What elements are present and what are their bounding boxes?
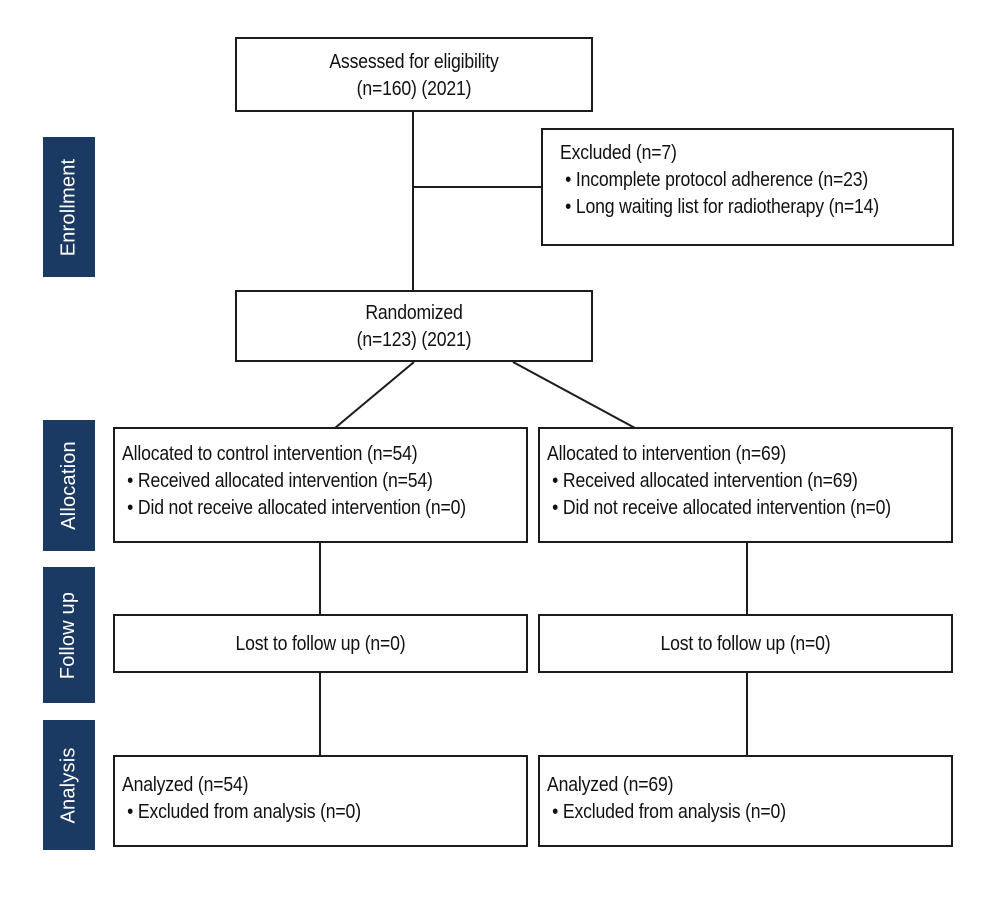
randomized-box: Randomized (n=123) (2021) (235, 290, 593, 362)
allocation-control-item: • Did not receive allocated intervention… (127, 496, 466, 519)
eligibility-line2: (n=160) (2021) (356, 76, 472, 100)
stage-label-followup: Follow up (43, 567, 95, 703)
branch-line-right (512, 361, 636, 429)
randomized-line1: Randomized (365, 301, 463, 324)
connector-to-excluded (413, 186, 541, 188)
excluded-item: • Incomplete protocol adherence (n=23) (565, 168, 869, 191)
followup-control-title: Lost to follow up (n=0) (235, 632, 406, 655)
connector-eligibility-to-randomized (412, 112, 414, 290)
allocation-intervention-item: • Did not receive allocated intervention… (552, 496, 891, 519)
followup-intervention-box: Lost to follow up (n=0) (538, 614, 953, 673)
allocation-control-title: Allocated to control intervention (n=54) (122, 442, 418, 465)
connector-followup-to-analysis-left (319, 673, 321, 755)
analysis-control-title: Analyzed (n=54) (122, 773, 249, 796)
allocation-control-item: • Received allocated intervention (n=54) (127, 469, 433, 492)
randomized-line2: (n=123) (2021) (356, 328, 472, 351)
connector-allocation-to-followup-left (319, 543, 321, 614)
eligibility-line1: Assessed for eligibility (329, 49, 499, 73)
stage-label-text: Analysis (57, 746, 80, 824)
analysis-intervention-item: • Excluded from analysis (n=0) (552, 800, 786, 823)
stage-label-enrollment: Enrollment (43, 137, 95, 277)
followup-intervention-title: Lost to follow up (n=0) (660, 632, 831, 655)
allocation-intervention-item: • Received allocated intervention (n=69) (552, 469, 858, 492)
stage-label-text: Enrollment (57, 158, 80, 256)
analysis-control-box: Analyzed (n=54) • Excluded from analysis… (113, 755, 528, 847)
analysis-intervention-box: Analyzed (n=69) • Excluded from analysis… (538, 755, 953, 847)
allocation-control-box: Allocated to control intervention (n=54)… (113, 427, 528, 543)
branch-line-left (334, 361, 415, 429)
connector-followup-to-analysis-right (746, 673, 748, 755)
stage-label-allocation: Allocation (43, 420, 95, 551)
stage-label-text: Allocation (57, 441, 80, 530)
allocation-intervention-box: Allocated to intervention (n=69) • Recei… (538, 427, 953, 543)
excluded-item: • Long waiting list for radiotherapy (n=… (565, 195, 880, 218)
excluded-box: Excluded (n=7) • Incomplete protocol adh… (541, 128, 954, 246)
excluded-title: Excluded (n=7) (560, 141, 677, 164)
stage-label-analysis: Analysis (43, 720, 95, 850)
eligibility-box: Assessed for eligibility (n=160) (2021) (235, 37, 593, 112)
stage-label-text: Follow up (57, 591, 80, 679)
followup-control-box: Lost to follow up (n=0) (113, 614, 528, 673)
allocation-intervention-title: Allocated to intervention (n=69) (547, 442, 787, 465)
connector-allocation-to-followup-right (746, 543, 748, 614)
analysis-intervention-title: Analyzed (n=69) (547, 773, 674, 796)
analysis-control-item: • Excluded from analysis (n=0) (127, 800, 361, 823)
